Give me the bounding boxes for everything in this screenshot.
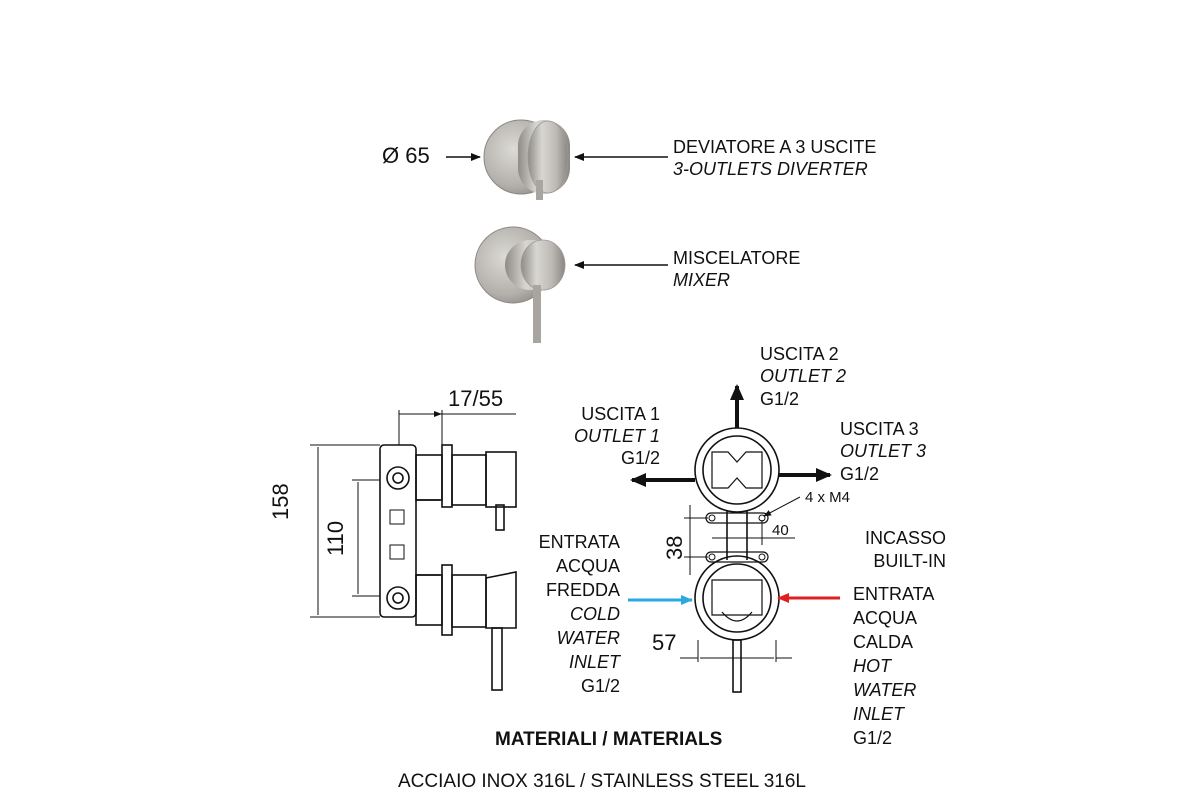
hot-size: G1/2 (853, 728, 893, 748)
side-view-drawing (310, 410, 517, 691)
outlet1-size: G1/2 (620, 448, 660, 468)
outlet2-size: G1/2 (760, 389, 800, 409)
mixer-label-en: MIXER (673, 270, 731, 290)
cold-l4: COLD (569, 604, 620, 624)
outlet2-label-it: USCITA 2 (760, 344, 839, 364)
hot-l4: HOT (853, 656, 891, 676)
front-view-drawing (680, 427, 801, 693)
hot-l5: WATER (853, 680, 917, 700)
cold-l5: WATER (556, 628, 620, 648)
builtin-label-it: INCASSO (864, 528, 946, 548)
outlet3-size: G1/2 (840, 464, 880, 484)
dim-40: 40 (772, 522, 789, 539)
mixer-label-it: MISCELATORE (673, 248, 801, 268)
dim-38: 38 (662, 535, 687, 560)
diverter-image (483, 119, 570, 200)
cold-size: G1/2 (580, 676, 620, 696)
hot-l3: CALDA (853, 632, 914, 652)
builtin-label-en: BUILT-IN (873, 551, 946, 571)
diverter-label-it: DEVIATORE A 3 USCITE (673, 137, 877, 157)
diverter-label-en: 3-OUTLETS DIVERTER (673, 159, 868, 179)
outlet2-label-en: OUTLET 2 (760, 366, 847, 386)
cold-l6: INLET (568, 652, 620, 672)
dim-158: 158 (268, 483, 293, 520)
hot-l6: INLET (853, 704, 905, 724)
hot-l2: ACQUA (853, 608, 918, 628)
materials-value: ACCIAIO INOX 316L / STAINLESS STEEL 316L (398, 771, 806, 792)
cold-l1: ENTRATA (538, 532, 620, 552)
screws-label: 4 x M4 (805, 489, 851, 506)
cold-l2: ACQUA (555, 556, 620, 576)
mixer-image (474, 226, 566, 343)
cold-l3: FREDDA (545, 580, 620, 600)
outlet1-label-en: OUTLET 1 (573, 426, 660, 446)
outlet1-label-it: USCITA 1 (581, 404, 660, 424)
hot-l1: ENTRATA (853, 584, 935, 604)
diameter-label: Ø 65 (382, 143, 430, 168)
materials-title: MATERIALI / MATERIALS (495, 729, 723, 750)
dim-17-55: 17/55 (448, 386, 504, 411)
outlet3-label-en: OUTLET 3 (840, 441, 927, 461)
dim-57: 57 (652, 630, 677, 655)
dim-110: 110 (323, 520, 348, 556)
outlet3-label-it: USCITA 3 (840, 419, 919, 439)
